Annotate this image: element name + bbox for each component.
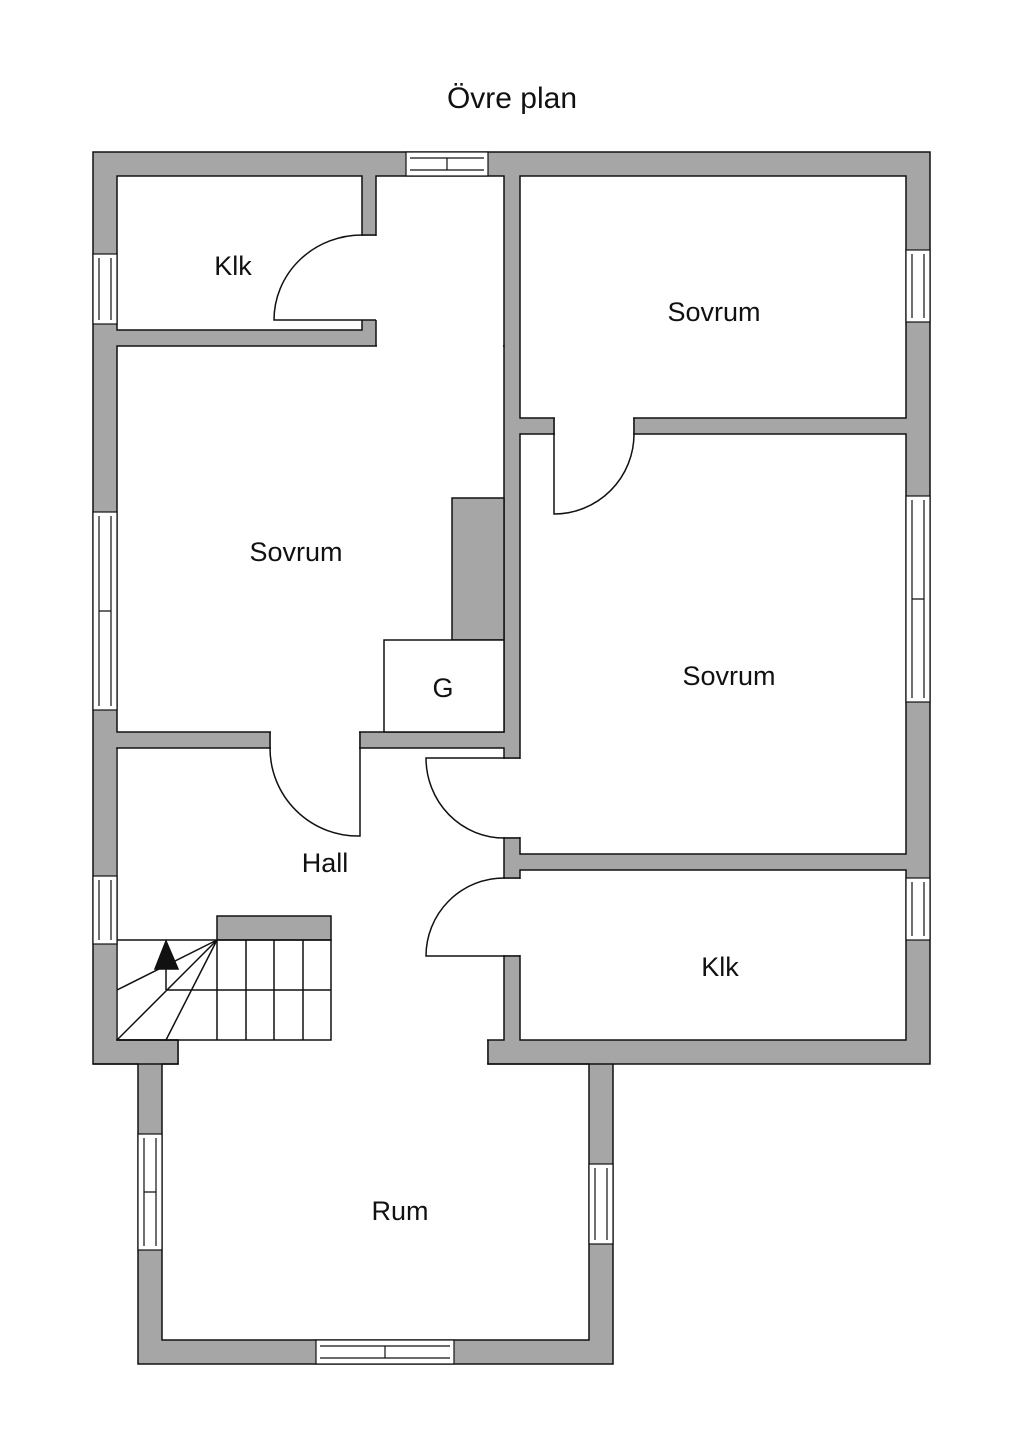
label-g: G (432, 673, 453, 703)
window-klk-top (92, 253, 118, 325)
label-sovrum-left: Sovrum (249, 537, 342, 567)
room-rum (161, 1063, 590, 1341)
window-rum-left (137, 1133, 163, 1251)
closet-g (383, 639, 505, 733)
door-sovrum-mid-right[interactable] (425, 757, 505, 839)
label-hall: Hall (302, 848, 349, 878)
label-klk-bottom: Klk (701, 952, 739, 982)
label-klk-top: Klk (214, 251, 252, 281)
window-rum-right (588, 1163, 614, 1245)
window-sovrum-top-right (905, 249, 931, 323)
window-klk-bottom (905, 877, 931, 941)
chimney (451, 497, 505, 641)
corridor (375, 175, 505, 347)
window-top (405, 151, 489, 177)
door-gap-sovrum-mid (503, 759, 521, 837)
opening-hall-rum (179, 1039, 487, 1065)
opening-corridor-sovrum (377, 329, 503, 347)
window-sovrum-mid-right (905, 495, 931, 703)
window-rum-bottom (315, 1339, 455, 1365)
room-klk-bottom (519, 869, 907, 1041)
window-sovrum-left (92, 511, 118, 711)
door-gap-klk (361, 236, 377, 320)
door-gap-klk-bottom (503, 879, 521, 955)
label-rum: Rum (371, 1196, 428, 1226)
door-gap-sovrum-left (271, 731, 359, 749)
door-sovrum-left[interactable] (269, 747, 361, 837)
room-klk-top (116, 175, 363, 331)
room-hall (116, 747, 505, 1041)
stair-arrow-icon (153, 939, 180, 970)
door-klk-top[interactable] (273, 234, 363, 321)
door-gap-sovrum-top (555, 417, 633, 435)
room-sovrum-mid-right (519, 433, 907, 855)
window-hall (92, 875, 118, 945)
door-sovrum-top-right[interactable] (553, 433, 635, 515)
staircase (116, 915, 332, 1041)
label-sovrum-top-right: Sovrum (667, 297, 760, 327)
door-klk-bottom[interactable] (425, 877, 505, 957)
room-sovrum-top-right (519, 175, 907, 419)
label-sovrum-mid-right: Sovrum (682, 661, 775, 691)
plan-title: Övre plan (446, 82, 578, 115)
